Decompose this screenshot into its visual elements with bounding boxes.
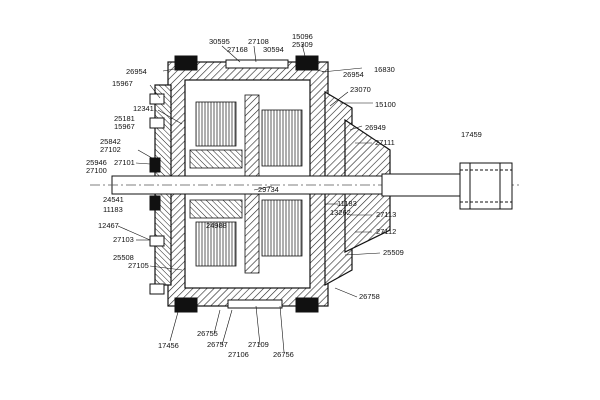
part-label: 25946 (86, 158, 107, 167)
part-label: 15096 (292, 32, 313, 41)
part-label: 25181 (114, 114, 135, 123)
part-label: 27103 (113, 235, 134, 244)
part-label: 12467 (98, 221, 119, 230)
part-label: 11183 (337, 199, 357, 208)
part-label: 17456 (158, 341, 179, 350)
part-label: 25508 (113, 253, 134, 262)
part-label: 26954 (126, 67, 147, 76)
side-bolts (149, 93, 165, 295)
part-label: 27106 (228, 350, 249, 359)
main-shaft (90, 162, 520, 210)
part-label: 26949 (365, 123, 386, 132)
leader-lines (117, 43, 381, 353)
cap-bolts (174, 55, 319, 313)
part-label: 25842 (100, 137, 121, 146)
part-label: 27113 (376, 210, 397, 219)
part-label: 30595 (209, 37, 230, 46)
part-label: 12341 (133, 104, 154, 113)
part-label: 27112 (376, 227, 397, 236)
part-label: 15967 (112, 79, 133, 88)
part-label: 25509 (383, 248, 404, 257)
part-label: 11183 (103, 205, 123, 214)
part-label: 27109 (248, 340, 269, 349)
part-label: 27108 (248, 37, 269, 46)
part-label: 26757 (207, 340, 228, 349)
part-label: 26954 (343, 70, 364, 79)
part-label: 23070 (350, 85, 371, 94)
part-label: 27101 (114, 158, 135, 167)
part-label: 15967 (114, 122, 135, 131)
part-label: 30594 (263, 45, 284, 54)
clutch-packs (189, 94, 303, 274)
part-label: 29734 (258, 185, 279, 194)
part-label: 26758 (359, 292, 380, 301)
part-label: 27111 (375, 138, 395, 147)
part-label: 16830 (374, 65, 395, 74)
part-label: 24541 (103, 195, 124, 204)
part-label: 24988 (206, 221, 227, 230)
part-label: 27105 (128, 261, 149, 270)
part-label: 27102 (100, 145, 121, 154)
part-label: 26756 (273, 350, 294, 359)
part-label: 26755 (197, 329, 218, 338)
part-label: 25309 (292, 40, 313, 49)
part-label: 27100 (86, 166, 107, 175)
part-label: 17459 (461, 130, 482, 139)
part-label: 13262 (330, 208, 351, 217)
part-label: 27168 (227, 45, 248, 54)
part-label: 15100 (375, 100, 396, 109)
